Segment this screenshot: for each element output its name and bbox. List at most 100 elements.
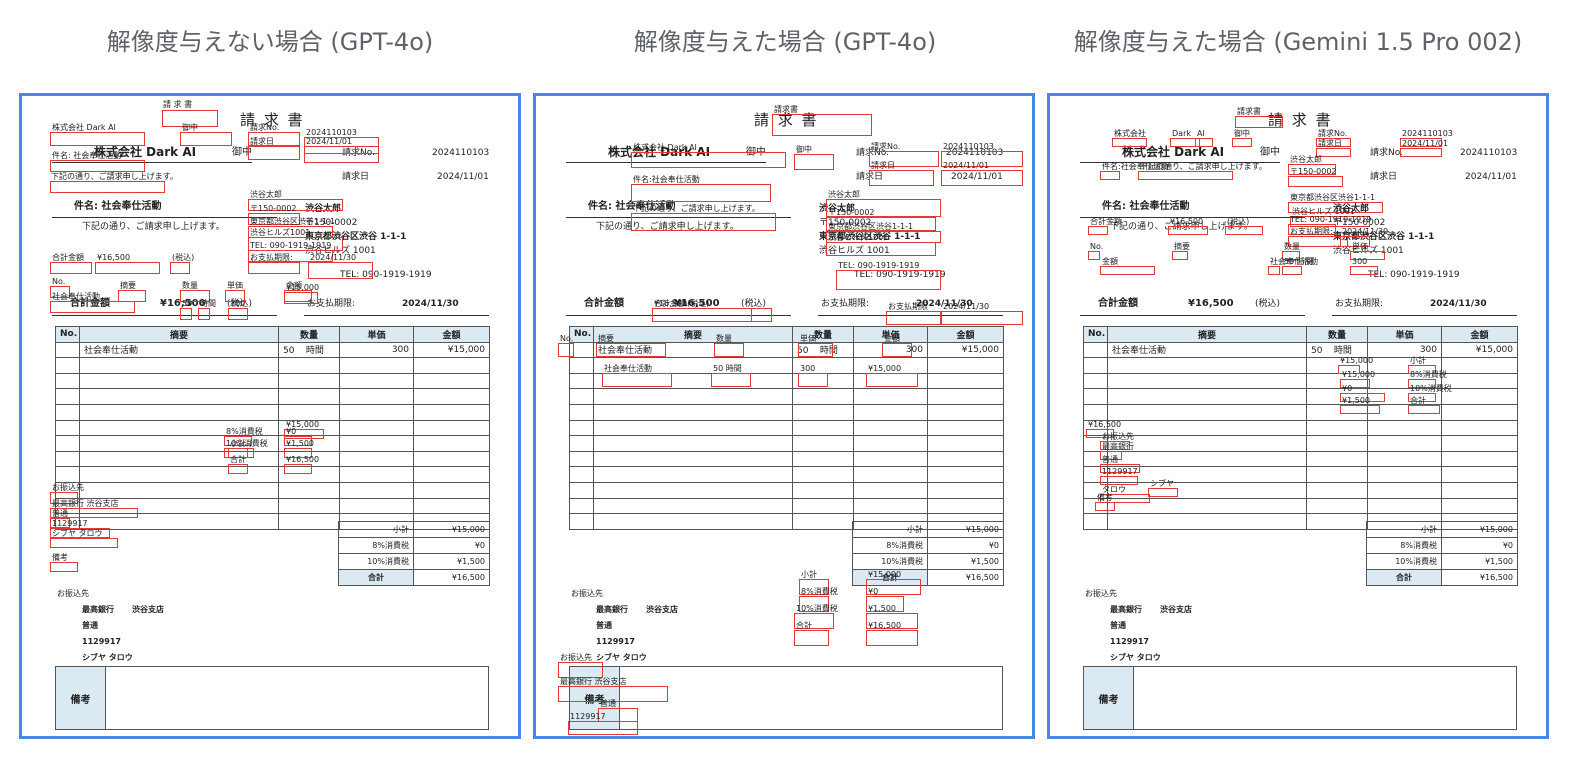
detection-box <box>1340 405 1380 414</box>
invoice-title: 請 求 書 <box>754 111 819 129</box>
detection-box <box>170 262 190 274</box>
detection-box <box>596 343 666 357</box>
detection-box <box>1100 451 1122 460</box>
header-amount: 金額 <box>927 326 1004 343</box>
detection-label: 普通 <box>52 509 68 518</box>
detection-box <box>869 170 934 186</box>
detection-box <box>162 110 218 127</box>
detection-label: 合計 <box>796 621 812 630</box>
intro-text: 下記の通り、ご請求申し上げます。 <box>1110 222 1253 232</box>
detection-label: 請求No. <box>1318 129 1348 138</box>
invoice-date-value: 2024/11/01 <box>1465 172 1517 182</box>
item-amount: ¥15,000 <box>413 341 490 359</box>
detection-label: 備考 <box>52 553 68 562</box>
detection-label: 渋谷ヒルズ1001 <box>828 233 889 242</box>
item-unit-price: 300 <box>339 341 414 359</box>
header-no: No. <box>55 326 80 343</box>
bank-account-type: 普通 <box>596 621 612 630</box>
detection-label: 300 <box>230 299 246 308</box>
detection-label: 最高銀行 渋谷支店 <box>560 677 627 686</box>
tax-note: (税込) <box>227 299 253 309</box>
bank-account-type: 普通 <box>82 621 98 630</box>
total-amount-value: ¥16,500 <box>1188 298 1234 309</box>
panel-title-1: 解像度与えない場合 (GPT-4o) <box>106 28 434 56</box>
detection-box <box>1235 116 1283 128</box>
total-amount-label: 合計金額 <box>584 298 624 309</box>
detection-box <box>50 286 70 298</box>
detection-box <box>1100 464 1140 473</box>
tax10-value: ¥1,500 <box>1441 553 1518 570</box>
remarks-label: 備考 <box>56 667 106 729</box>
detection-label: 社会奉仕活動 <box>1270 257 1318 266</box>
detection-label: No. <box>52 277 66 286</box>
detection-box <box>284 436 312 446</box>
detection-box <box>1350 251 1385 260</box>
detection-label: ¥15,000 <box>1342 370 1376 379</box>
due-value: 2024/11/30 <box>1430 299 1487 309</box>
detection-box <box>180 290 210 302</box>
detection-box <box>772 114 872 136</box>
invoice-no-value: 2024110103 <box>946 148 1004 158</box>
header-no: No. <box>569 326 594 343</box>
panel-title-2: 解像度与えた場合 (GPT-4o) <box>633 28 937 56</box>
detection-box <box>1350 266 1378 275</box>
detection-label: 請求No. <box>250 123 280 132</box>
detection-label: 小計 <box>230 439 246 448</box>
detection-box <box>1112 138 1147 147</box>
bank-name: 最高銀行 <box>82 605 114 614</box>
detection-box <box>1100 171 1120 180</box>
detection-label: 御中 <box>182 123 198 132</box>
detection-label: 2024110103 <box>306 128 357 137</box>
detection-label: シブヤ <box>1150 479 1174 488</box>
invoice-panel-gpt4o-resolution: 請 求 書 株式会社 Dark AI 御中 請求No. 2024110103 請… <box>533 93 1035 739</box>
detection-label: 1129917 <box>52 519 88 528</box>
detection-label: 小計 <box>1410 356 1426 365</box>
issuer-name: 渋谷太郎 <box>1333 204 1370 214</box>
detection-box <box>1400 138 1442 147</box>
detection-label: 請求書 <box>774 105 798 114</box>
detection-box <box>1232 138 1252 147</box>
detection-box <box>50 538 118 548</box>
detection-label: 10%消費税 <box>226 439 268 448</box>
detection-label: 東京都渋谷区渋谷1-1-1 <box>828 222 914 231</box>
detection-box <box>631 152 786 168</box>
detection-box <box>1088 226 1108 235</box>
detection-label: AI <box>1197 129 1205 138</box>
detection-label: 2024110103 <box>943 142 994 151</box>
detection-label: ¥15,000 <box>1340 356 1374 365</box>
issuer-zip: 〒150-0002 <box>1333 218 1386 228</box>
detection-label: 8%消費税 <box>226 427 263 436</box>
invoice-title: 請 求 書 <box>1268 111 1333 129</box>
detection-box <box>224 448 254 458</box>
subtotal-value: ¥15,000 <box>413 521 490 538</box>
detection-box <box>1100 494 1150 503</box>
detection-box <box>836 270 941 290</box>
grand-total-label: 合計 <box>852 569 928 586</box>
panel-title-3: 解像度与えた場合 (Gemini 1.5 Pro 002) <box>1073 28 1523 56</box>
bank-name: 最高銀行 <box>596 605 628 614</box>
detection-box <box>248 213 300 225</box>
detection-label: 2024110103 <box>1402 129 1453 138</box>
detection-box <box>794 613 834 629</box>
issuer-address: 東京都渋谷区渋谷 1-1-1 <box>819 232 921 242</box>
total-amount-value: ¥16,500 <box>160 298 206 309</box>
remarks-box: 備考 <box>1083 666 1517 730</box>
detection-box <box>1148 488 1178 497</box>
detection-label: 下記の通り、ご請求申し上げます。 <box>51 172 178 181</box>
detection-label: 10%消費税 <box>796 604 838 613</box>
detection-box <box>794 154 834 170</box>
detection-label: 件名:社会奉仕活動 <box>1102 162 1169 171</box>
bank-title: お振込先 <box>57 589 89 598</box>
detection-label: 合計金額 <box>1090 217 1122 226</box>
item-quantity: 50 時間 <box>278 341 340 359</box>
detection-label: 8%消費税 <box>1410 370 1447 379</box>
detection-box <box>1408 365 1436 374</box>
bank-name: 最高銀行 <box>1110 605 1142 614</box>
detection-box <box>1316 138 1351 147</box>
subtotal-value: ¥15,000 <box>1441 521 1518 538</box>
detection-box <box>1340 236 1370 247</box>
issuer-name: 渋谷太郎 <box>305 204 342 214</box>
header-no: No. <box>1083 326 1108 343</box>
detection-box <box>1316 148 1351 157</box>
detection-label: ¥0 <box>1342 384 1353 393</box>
